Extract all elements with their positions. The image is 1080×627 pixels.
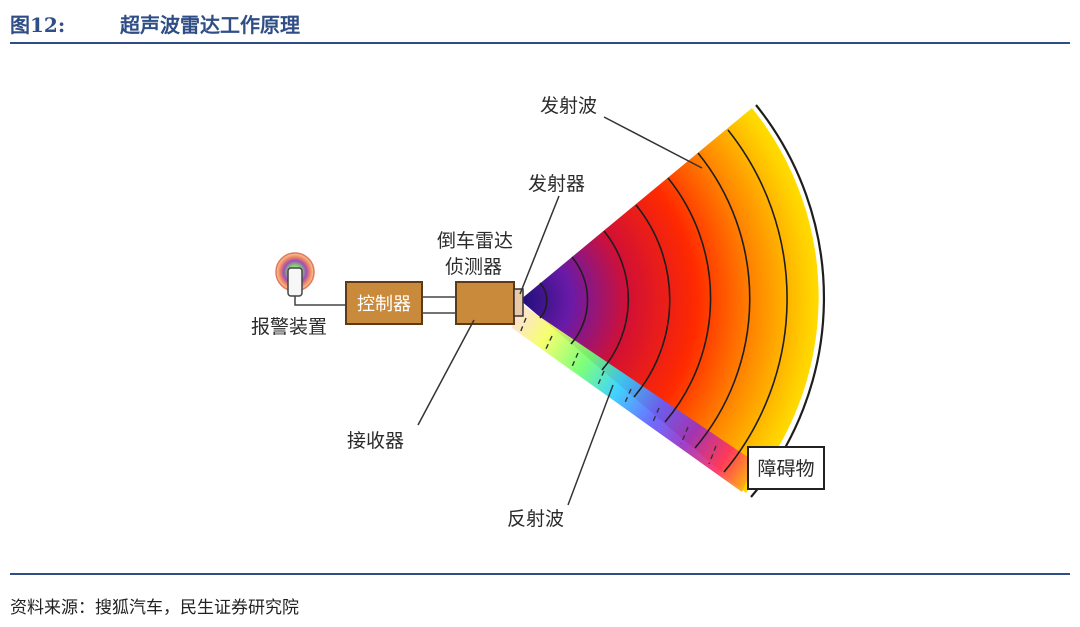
- controller-label: 控制器: [357, 294, 411, 315]
- controller-box: [345, 281, 423, 325]
- header-rule: [10, 42, 1070, 44]
- alarm-wire: [294, 296, 346, 306]
- detector-label-line2: 侦测器: [445, 256, 502, 278]
- alarm-label: 报警装置: [251, 316, 327, 338]
- figure-header: 图12: 超声波雷达工作原理: [10, 8, 300, 38]
- obstacle-box: [747, 446, 825, 490]
- figure-title: 超声波雷达工作原理: [120, 12, 300, 37]
- figure-number: 图12:: [10, 12, 66, 37]
- leader-lines: [417, 116, 703, 506]
- source-note: 资料来源：搜狐汽车，民生证券研究院: [10, 598, 299, 618]
- reflected-wave-band: [512, 302, 755, 492]
- obstacle-label: 障碍物: [757, 458, 814, 480]
- transmitter-label: 发射器: [528, 173, 585, 195]
- detector-label-line1: 倒车雷达: [437, 230, 513, 252]
- reflected-wave-label: 反射波: [507, 508, 564, 530]
- transducer: [513, 288, 524, 317]
- reflected-wave-arcs: [519, 317, 717, 465]
- receiver-label: 接收器: [347, 430, 404, 452]
- footer-rule: [10, 573, 1070, 575]
- emitted-wave-label: 发射波: [540, 95, 597, 117]
- alarm-device: [275, 252, 315, 297]
- detector-box: [455, 281, 515, 325]
